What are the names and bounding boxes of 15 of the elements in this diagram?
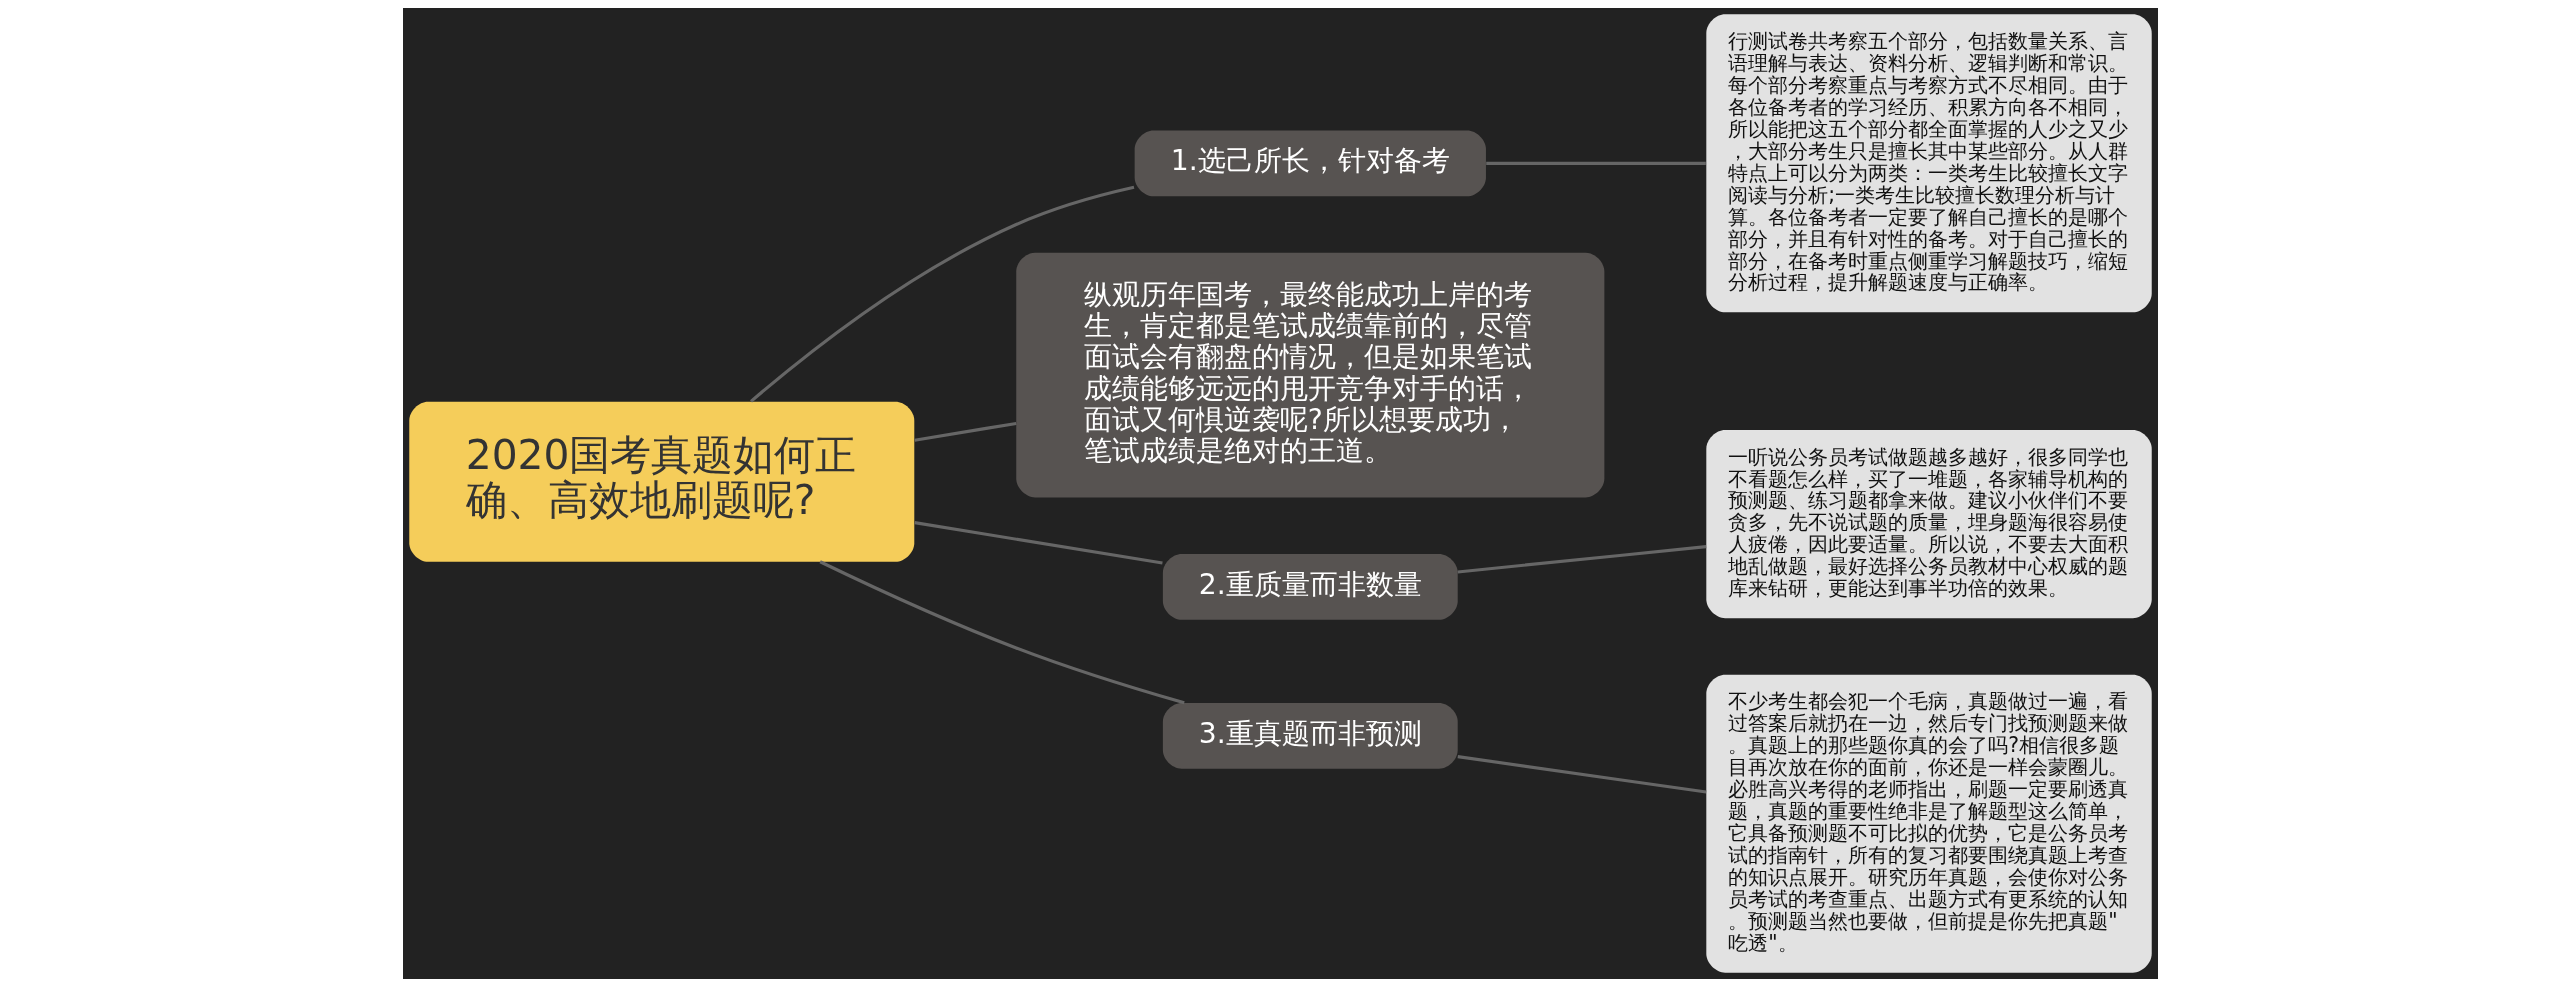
connector — [749, 185, 1134, 403]
node-box: 3.重真题而非预测 — [1162, 702, 1458, 769]
node-box: 不少考生都会犯一个毛病，真题做过一遍，看过答案后就扔在一边，然后专门找预测题来做。真题上的那些题你真的会了吗?相信很多题目再次放在你的面前，你还是一样会蒙圈儿。必胜高兴考得的老师指出，刷题一定要刷透真题，真题的重要性绝非是了解题型这么简单，它具备预测题不可比拟的优势，它是公务员考试的指南针，所有的复习都要围绕真题上考查的知识点展开。研究历年真题，会使你对公务员考试的考查重点、出题方式有更系统的认知。预测题当然也要做，但前提是你先把真题"吃透"。 — [1705, 674, 2152, 973]
node-box: 纵观历年国考，最终能成功上岸的考生，肯定都是笔试成绩靠前的，尽管面试会有翻盘的情况，但是如果笔试成绩能够远远的甩开竞争对手的话，面试又何惧逆袭呢?所以想要成功，笔试成绩是绝对的王道。 — [1015, 252, 1604, 498]
node-box: 一听说公务员考试做题越多越好，很多同学也不看题怎么样，买了一堆题，各家辅导机构的预测题、练习题都拿来做。建议小伙伴们不要贪多，先不说试题的质量，埋身题海很容易使人疲倦，因此要适量。所以说，不要去大面积地乱做题，最好选择公务员教材中心权威的题库来钻研，更能达到事半功倍的效果。 — [1705, 430, 2152, 619]
connector — [913, 421, 1016, 442]
node-box: 1.选己所长，针对备考 — [1134, 130, 1486, 197]
connector — [913, 521, 1163, 565]
connector — [818, 560, 1185, 705]
connector — [1457, 755, 1706, 794]
connector — [1485, 161, 1706, 165]
connector — [1457, 545, 1706, 574]
node-box: 行测试卷共考察五个部分，包括数量关系、言语理解与表达、资料分析、逻辑判断和常识。每个部分考察重点与考察方式不尽相同。由于各位备考者的学习经历、积累方向各不相同，所以能把这五个部分都全面掌握的人少之又少，大部分考生只是擅长其中某些部分。从人群特点上可以分为两类：一类考生比较擅长文字阅读与分析;一类考生比较擅长数理分析与计算。各位备考者一定要了解自己擅长的是哪个部分，并且有针对性的备考。对于自己擅长的部分，在备考时重点侧重学习解题技巧，缩短分析过程，提升解题速度与正确率。 — [1705, 14, 2152, 313]
node-box: 2020国考真题如何正确、高效地刷题呢? — [408, 401, 914, 562]
node-box: 2.重质量而非数量 — [1162, 553, 1458, 620]
